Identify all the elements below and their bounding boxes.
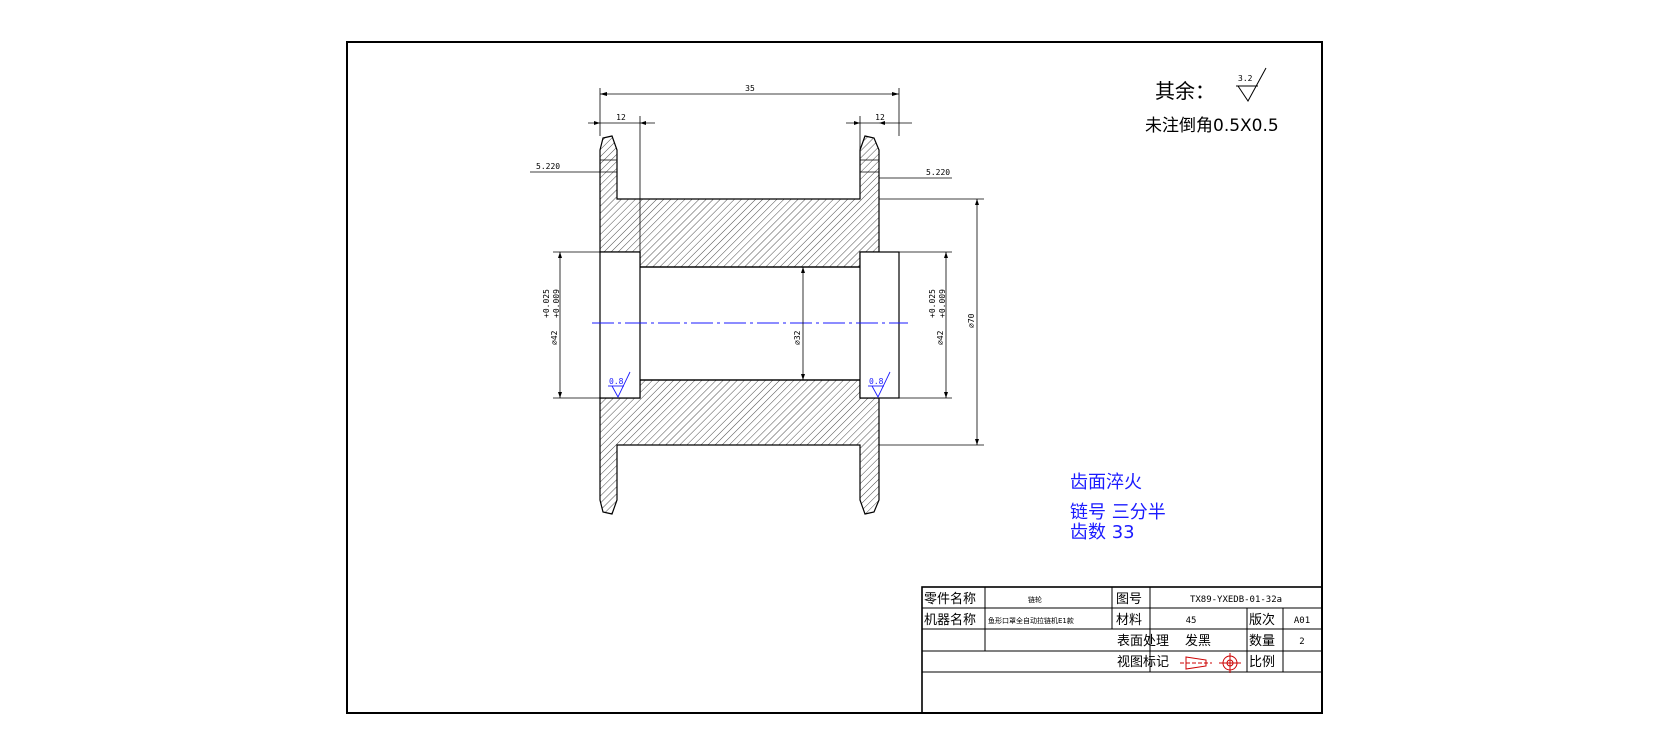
tech-note-hardening: 齿面淬火 bbox=[1070, 472, 1142, 493]
upper-section bbox=[599, 135, 880, 268]
surface-other-value: 3.2 bbox=[1238, 74, 1253, 83]
dim-groove-left: 5.220 bbox=[536, 162, 560, 171]
dim-flange-left: 12 bbox=[616, 113, 626, 122]
dim-groove-right: 5.220 bbox=[926, 168, 950, 177]
dim-tol-upper-left: +0.025 bbox=[542, 289, 551, 318]
dim-flange-right: 12 bbox=[875, 113, 885, 122]
dim-bore-right: ⌀42 bbox=[936, 330, 945, 345]
tb-scale-label: 比例 bbox=[1249, 655, 1275, 670]
roughness-left-value: 0.8 bbox=[609, 377, 624, 386]
dim-tol-lower-right: +0.009 bbox=[938, 289, 947, 318]
tb-part-name: 链轮 bbox=[1028, 595, 1042, 604]
dim-tol-upper-right: +0.025 bbox=[928, 289, 937, 318]
right-bore bbox=[859, 251, 900, 399]
dim-overall-length: 35 bbox=[745, 84, 755, 93]
dim-bore-left: ⌀42 bbox=[550, 330, 559, 345]
tb-drawing-no: TX89-YXEDB-01-32a bbox=[1190, 595, 1282, 605]
dimension-arrows bbox=[558, 92, 979, 445]
tech-note-chain-no: 链号 三分半 bbox=[1070, 502, 1166, 523]
roughness-symbol-left: 0.8 bbox=[608, 371, 631, 398]
tb-version: A01 bbox=[1294, 616, 1310, 626]
tb-machine-label: 机器名称 bbox=[924, 612, 976, 628]
tb-surface-label: 表面处理 bbox=[1117, 634, 1169, 649]
drawing-frame bbox=[346, 41, 1323, 714]
title-block bbox=[921, 586, 1323, 714]
dim-outer-diameter: ⌀70 bbox=[967, 313, 976, 328]
surface-other-label: 其余： bbox=[1155, 79, 1215, 103]
tb-surface: 发黑 bbox=[1185, 633, 1211, 649]
tb-machine-name: 鱼形口罩全自动拉链机E1款 bbox=[988, 616, 1074, 625]
dim-tol-lower-left: +0.009 bbox=[552, 289, 561, 318]
tb-qty-label: 数量 bbox=[1249, 634, 1275, 649]
roughness-right-value: 0.8 bbox=[869, 377, 884, 386]
tb-material: 45 bbox=[1186, 616, 1197, 626]
projection-symbol-icon bbox=[1180, 653, 1241, 673]
tb-qty: 2 bbox=[1299, 637, 1304, 647]
roughness-symbol-right: 0.8 bbox=[868, 371, 891, 398]
chamfer-note: 未注倒角0.5X0.5 bbox=[1145, 116, 1279, 136]
left-bore bbox=[599, 251, 641, 399]
tb-part-name-label: 零件名称 bbox=[924, 591, 976, 607]
tech-note-teeth: 齿数 33 bbox=[1070, 522, 1135, 543]
tb-view-label: 视图标记 bbox=[1117, 655, 1169, 670]
tb-version-label: 版次 bbox=[1249, 612, 1275, 628]
tb-material-label: 材料 bbox=[1116, 613, 1142, 628]
lower-section bbox=[599, 379, 880, 515]
sprocket-section bbox=[592, 135, 908, 515]
dim-inner-diameter: ⌀32 bbox=[793, 330, 802, 345]
tb-drawing-no-label: 图号 bbox=[1116, 592, 1142, 607]
roughness-symbol-other: 3.2 bbox=[1236, 67, 1267, 102]
